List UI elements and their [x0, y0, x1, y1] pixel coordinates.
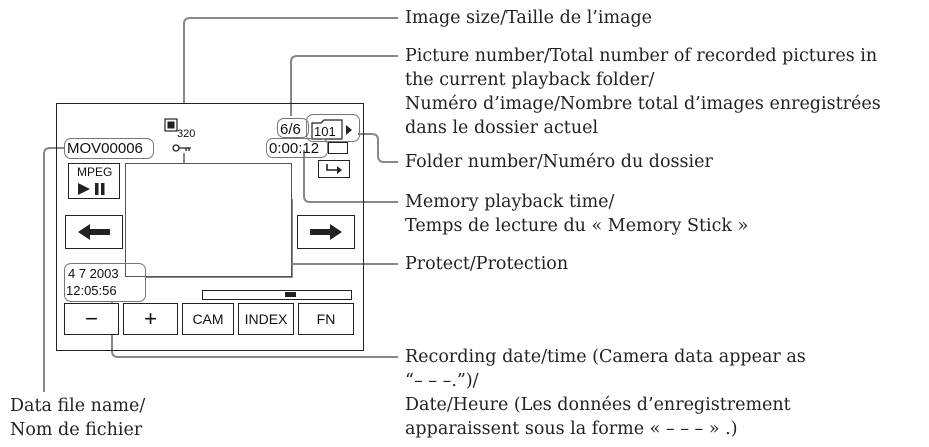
recording-time: 12:05:56 [66, 283, 117, 298]
protect-key-icon [172, 144, 191, 152]
file-name: MOV00006 [67, 140, 143, 157]
label-recording-date-2: “– – –.”)/ [405, 371, 479, 391]
label-picture-number-1: Picture number/Total number of recorded … [405, 46, 878, 66]
label-image-size: Image size/Taille de l’image [405, 8, 653, 28]
image-size-icon [164, 118, 178, 132]
mpeg-label: MPEG [77, 165, 113, 179]
label-picture-number-2: the current playback folder/ [405, 70, 655, 90]
label-protect: Protect/Protection [405, 254, 569, 274]
leader-picture-number [290, 55, 398, 116]
mpeg-play-pause-button[interactable]: MPEG [68, 163, 120, 199]
lcd-screen [56, 103, 364, 351]
label-picture-number-3: Numéro d’image/Nombre total d’images enr… [405, 94, 881, 114]
leader-date-frame [145, 199, 293, 278]
recording-date: 4 7 2003 [68, 266, 119, 281]
date-time-frame [64, 263, 146, 302]
folder-return-icon [326, 164, 342, 174]
left-arrow-icon [78, 224, 110, 240]
label-recording-date-1: Recording date/time (Camera data appear … [405, 347, 806, 367]
image-size-value: 320 [177, 128, 196, 140]
label-picture-number-4: dans le dossier actuel [405, 118, 599, 138]
folder-return-button[interactable] [318, 160, 350, 178]
fn-button[interactable]: FN [298, 303, 354, 335]
leader-playback-time [303, 150, 398, 203]
label-data-file-2: Nom de fichier [10, 420, 143, 440]
battery-icon [328, 142, 348, 154]
leader-image-size [183, 17, 398, 104]
leader-data-file [43, 147, 64, 392]
label-recording-date-4: apparaissent sous la forme « – – – » .) [405, 419, 738, 439]
label-playback-time-1: Memory playback time/ [405, 192, 615, 212]
playback-time: 0:00:12 [269, 140, 320, 157]
cam-button[interactable]: CAM [182, 303, 234, 335]
leader-recording-date [111, 302, 398, 358]
picture-count-frame [277, 118, 309, 138]
play-pause-icon [78, 183, 105, 195]
right-arrow-icon [310, 224, 342, 240]
leader-folder-number [358, 133, 398, 163]
label-folder-number: Folder number/Numéro du dossier [405, 152, 713, 172]
previous-button[interactable] [65, 215, 123, 249]
playback-time-frame [266, 138, 328, 158]
playback-progress-bar[interactable] [202, 290, 352, 300]
plus-button[interactable]: + [123, 303, 178, 335]
picture-count: 6/6 [280, 121, 301, 138]
label-playback-time-2: Temps de lecture du « Memory Stick » [405, 216, 749, 236]
progress-indicator [285, 292, 296, 297]
next-button[interactable] [297, 215, 355, 249]
folder-number: 101 [314, 124, 336, 139]
folder-frame [306, 114, 360, 142]
label-data-file-1: Data file name/ [10, 396, 146, 416]
label-recording-date-3: Date/Heure (Les données d’enregistrement [405, 395, 791, 415]
index-button[interactable]: INDEX [238, 303, 294, 335]
file-name-frame [64, 138, 154, 159]
minus-button[interactable]: − [64, 303, 119, 335]
video-frame [125, 163, 292, 277]
